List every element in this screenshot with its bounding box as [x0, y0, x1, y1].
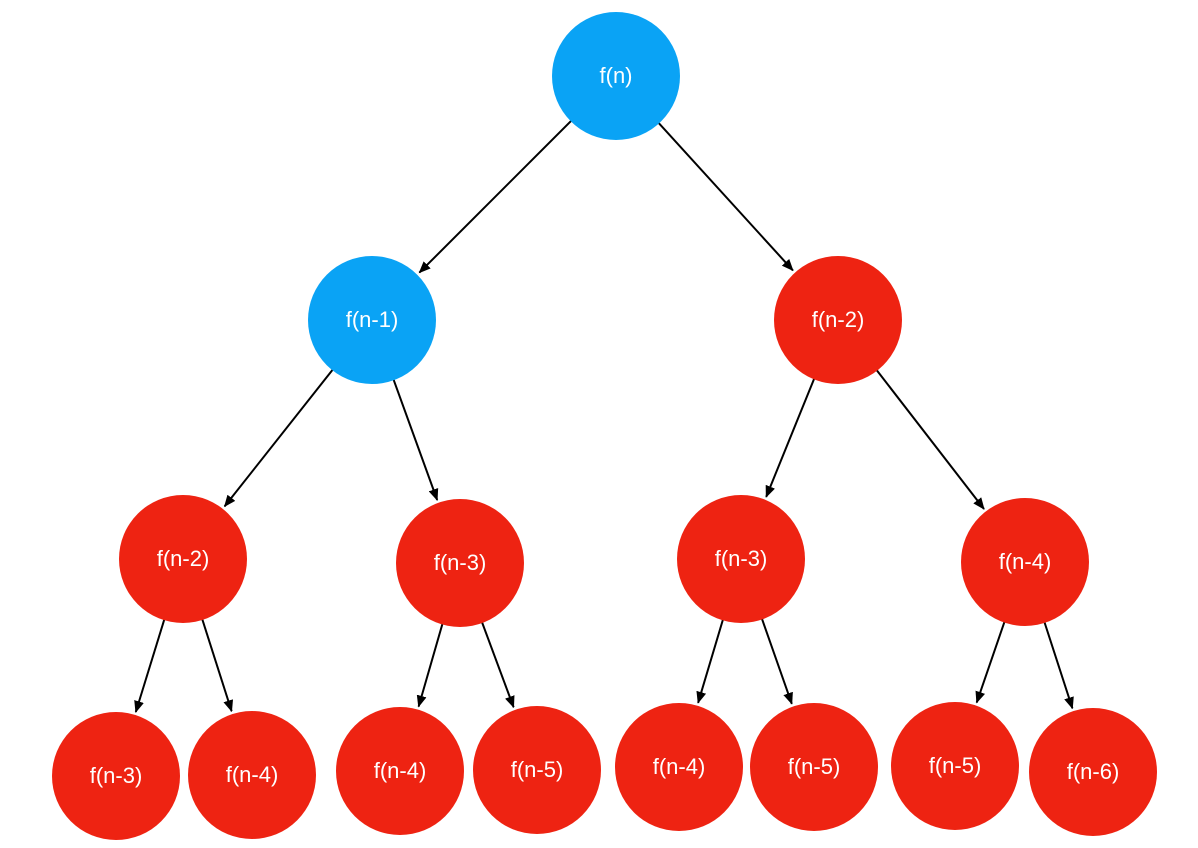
edge-arrow-n6-n14: [1043, 620, 1074, 710]
node-f-n-3: f(n-3): [52, 712, 180, 840]
node-f-n-3: f(n-3): [677, 495, 805, 623]
node-f-n-1: f(n-1): [308, 256, 436, 384]
node-f-n-5: f(n-5): [473, 706, 601, 834]
node-f-n-4: f(n-4): [188, 711, 316, 839]
node-f-n-3: f(n-3): [396, 499, 524, 627]
edge-arrow-n5-n12: [760, 617, 793, 705]
node-f-n-5: f(n-5): [750, 703, 878, 831]
edge-arrow-n5-n11: [696, 618, 725, 704]
edge-arrow-n3-n7: [134, 617, 166, 713]
node-f-n-4: f(n-4): [961, 498, 1089, 626]
edge-arrow-n1-n3: [223, 367, 335, 508]
edge-arrow-n6-n13: [975, 620, 1006, 704]
edge-arrow-n3-n8: [200, 617, 234, 713]
node-f-n-4: f(n-4): [336, 707, 464, 835]
edge-arrow-n0-n2: [656, 121, 794, 272]
edge-arrow-n2-n5: [765, 377, 816, 498]
node-f-n-6: f(n-6): [1029, 708, 1157, 836]
node-f-n-2: f(n-2): [774, 256, 902, 384]
edge-arrow-n4-n9: [416, 622, 444, 708]
node-f-n-5: f(n-5): [891, 702, 1019, 830]
node-f-n-4: f(n-4): [615, 703, 743, 831]
node-f-n: f(n): [552, 12, 680, 140]
edge-arrow-n2-n6: [875, 368, 985, 510]
edge-arrow-n0-n1: [418, 119, 573, 274]
edge-arrow-n4-n10: [480, 620, 515, 709]
node-f-n-2: f(n-2): [119, 495, 247, 623]
edge-arrow-n1-n4: [392, 377, 439, 501]
